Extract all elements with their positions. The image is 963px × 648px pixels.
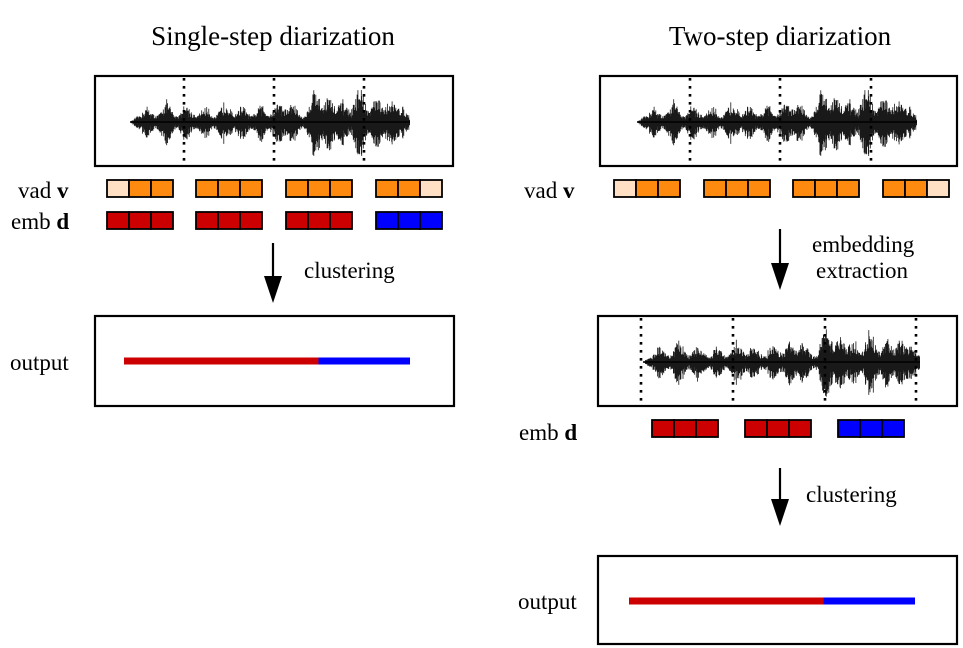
two-step-waveform-box [598,74,959,168]
vad-block [882,179,906,198]
vad-block [128,179,152,198]
emb-blocks-right [651,419,905,438]
waveform-right [637,90,917,156]
vad-block [106,179,130,198]
vad-block [307,179,331,198]
clustering-label-left: clustering [304,258,395,283]
emb-block [881,419,905,438]
emb-block [397,211,421,230]
vad-block [747,179,771,198]
vad-block [150,179,174,198]
emb-block [195,211,219,230]
single-step-panel: Single-step diarization vad v emb d clus… [10,21,456,408]
vad-block [814,179,838,198]
emb-block [307,211,331,230]
clustering-arrow-left [264,243,282,303]
embedding-extraction-arrow [771,229,789,290]
vad-block [239,179,263,198]
vad-block [792,179,816,198]
two-step-panel: Two-step diarization vad v embedding ext… [518,21,959,646]
emb-block [788,419,812,438]
emb-block [419,211,443,230]
vad-block [285,179,309,198]
vad-blocks-left [106,179,443,198]
emb-block [285,211,309,230]
extraction-label: extraction [816,258,908,283]
segment-dividers-left [182,78,366,166]
emb-block [128,211,152,230]
emb-block [651,419,675,438]
clustering-arrow-right [771,468,789,526]
waveform-left [130,90,410,156]
waveform-trace [637,90,917,156]
emb-block [329,211,353,230]
embedding-label: embedding [812,232,915,257]
vad-block [725,179,749,198]
output-label-right: output [518,589,577,614]
two-step-output-box [596,554,959,646]
vad-block [657,179,681,198]
single-step-output-box [93,314,456,408]
emb-block [150,211,174,230]
emb-block [375,211,399,230]
clustering-label-right: clustering [806,482,897,507]
vad-block [397,179,421,198]
single-step-waveform-box [93,74,455,168]
emb-block [837,419,861,438]
waveform-trace [130,90,410,156]
emb-label-right: emb d [519,420,577,445]
emb-block [744,419,768,438]
two-step-waveform-box-2 [596,314,959,408]
segment-dividers-right-2 [639,318,918,406]
vad-block [375,179,399,198]
vad-block [635,179,659,198]
segment-dividers-right [688,78,873,166]
vad-block [419,179,443,198]
emb-blocks-left [106,211,443,230]
two-step-title: Two-step diarization [669,21,892,51]
emb-block [217,211,241,230]
emb-label-left: emb d [11,209,69,234]
vad-block [703,179,727,198]
emb-block [106,211,130,230]
vad-block [217,179,241,198]
vad-block [926,179,950,198]
vad-block [904,179,928,198]
vad-block [195,179,219,198]
vad-block [329,179,353,198]
vad-label-left: vad v [18,178,69,203]
vad-blocks-right [613,179,950,198]
output-label-left: output [10,350,69,375]
emb-block [239,211,263,230]
emb-block [766,419,790,438]
emb-block [859,419,883,438]
vad-block [836,179,860,198]
waveform-right-2 [643,329,920,397]
waveform-trace [643,329,920,397]
emb-block [673,419,697,438]
emb-block [695,419,719,438]
single-step-title: Single-step diarization [151,21,395,51]
vad-label-right: vad v [524,178,575,203]
vad-block [613,179,637,198]
